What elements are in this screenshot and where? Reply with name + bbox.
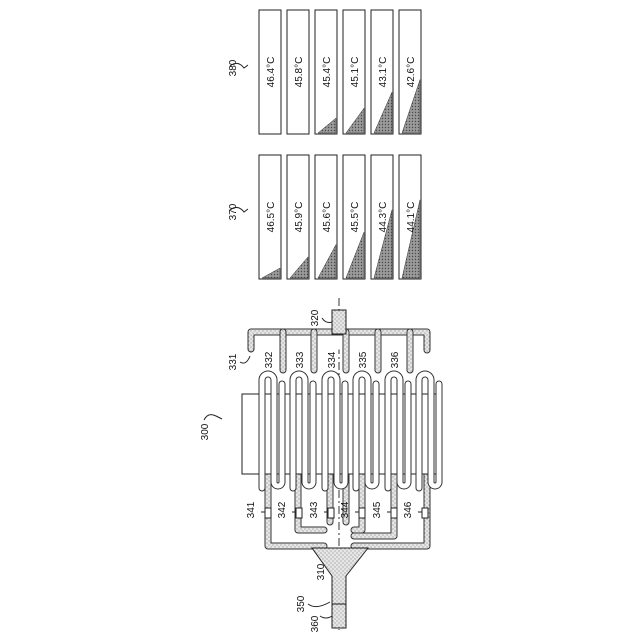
series-a-value: 44.3°C [378, 202, 389, 233]
series-b-cell: 45.4°C [315, 10, 337, 134]
branch-label: 336 [390, 351, 401, 368]
series-a-cell: 45.6°C [315, 155, 337, 279]
manifold-label: 331 [228, 353, 239, 370]
outlet-label: 360 [310, 615, 321, 632]
series-b-cell: 45.8°C [287, 10, 309, 134]
series-b-label: 380 [228, 59, 239, 76]
valve-icon [265, 508, 271, 518]
valve-icon [391, 508, 397, 518]
series-a-value: 44.1°C [406, 202, 417, 233]
series-a-value: 45.6°C [322, 202, 333, 233]
series-a-cell: 45.9°C [287, 155, 309, 279]
series-b-cell: 45.1°C [343, 10, 365, 134]
outlet-valve-label: 350 [296, 595, 307, 612]
collector-label: 310 [316, 563, 327, 580]
device-label: 300 [200, 423, 211, 440]
series-b-value: 43.1°C [378, 57, 389, 88]
branch-label: 332 [264, 351, 275, 368]
series-b-cell: 43.1°C [371, 10, 393, 134]
series-a-label: 370 [228, 203, 239, 220]
series-b-cell: 42.6°C [399, 10, 421, 134]
valve-label: 342 [277, 501, 288, 518]
branch-label: 333 [295, 351, 306, 368]
branch-label: 334 [327, 351, 338, 368]
series-a-value: 46.5°C [266, 202, 277, 233]
series-b-cell: 46.4°C [259, 10, 281, 134]
series-a-value: 45.9°C [294, 202, 305, 233]
device-group: 300 320 331 332 333 334 335 336 341 342 343 344 [200, 298, 439, 632]
manifold-leader [240, 356, 250, 363]
valve-label: 341 [246, 501, 257, 518]
series-b-value: 45.8°C [294, 57, 305, 88]
valve-label: 344 [340, 501, 351, 518]
series-b-value: 45.1°C [350, 57, 361, 88]
inlet-label: 320 [310, 309, 321, 326]
series-a-value: 45.5°C [350, 202, 361, 233]
inlet-stub [332, 310, 346, 334]
series-a-group: 370 46.5°C 45.9°C 45.6°C 45.5°C 44.3°C 44.1°C [228, 155, 421, 279]
valve-icon [359, 508, 365, 518]
series-a-cell: 44.3°C [371, 155, 393, 279]
series-a-cell: 45.5°C [343, 155, 365, 279]
branch-label: 335 [358, 351, 369, 368]
valve-label: 343 [309, 501, 320, 518]
series-b-value: 46.4°C [266, 57, 277, 88]
outlet-valve-leader [308, 602, 330, 607]
series-b-value: 45.4°C [322, 57, 333, 88]
valve-icon [328, 508, 334, 518]
valve-label: 345 [372, 501, 383, 518]
outlet-leader [320, 616, 332, 618]
valve-icon [296, 508, 302, 518]
valve-icon [422, 508, 428, 518]
series-b-group: 380 46.4°C 45.8°C 45.4°C 45.1°C 43.1°C 42.6°C [228, 10, 421, 134]
series-b-value: 42.6°C [406, 57, 417, 88]
inlet-leader [322, 318, 332, 323]
series-a-cell: 44.1°C [399, 155, 421, 279]
valve-label: 346 [403, 501, 414, 518]
outlet-pipe [332, 604, 346, 628]
series-a-cell: 46.5°C [259, 155, 281, 279]
device-leader [204, 415, 222, 420]
